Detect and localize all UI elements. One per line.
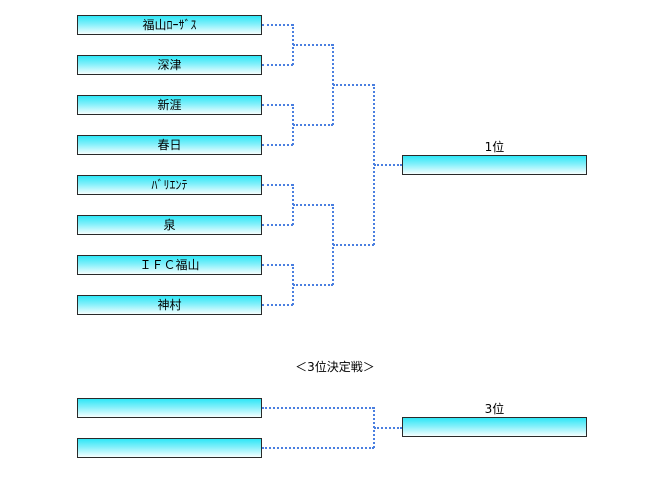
third-place-team-box-b: [77, 438, 262, 458]
team-name: 深津: [157, 58, 182, 72]
bracket-connector: [293, 284, 333, 286]
team-name: 新涯: [157, 98, 182, 112]
bracket-connector: [262, 104, 293, 106]
bracket-connector: [262, 264, 293, 266]
bracket-connector: [262, 24, 293, 26]
third-place-playoff-title: ＜3位決定戦＞: [295, 360, 375, 374]
third-place-team-box-a: [77, 398, 262, 418]
bracket-connector: [262, 407, 374, 409]
team-name: 神村: [157, 298, 182, 312]
bracket-connector: [262, 64, 293, 66]
third-place-label: 3位: [484, 402, 505, 416]
team-box-4: 春日: [77, 135, 262, 155]
team-box-1: 福山ﾛｰｻﾞｽ: [77, 15, 262, 35]
team-box-7: ＩＦＣ福山: [77, 255, 262, 275]
third-place-box: [402, 417, 587, 437]
bracket-connector: [262, 224, 293, 226]
bracket-connector: [262, 144, 293, 146]
bracket-connector: [374, 427, 402, 429]
bracket-connector: [293, 124, 333, 126]
team-box-5: ﾊﾞﾘｴﾝﾃ: [77, 175, 262, 195]
bracket-connector: [374, 164, 402, 166]
team-name: 春日: [157, 138, 182, 152]
bracket-connector: [333, 84, 374, 86]
bracket-connector: [262, 184, 293, 186]
bracket-connector: [262, 447, 374, 449]
team-box-2: 深津: [77, 55, 262, 75]
team-box-6: 泉: [77, 215, 262, 235]
team-box-8: 神村: [77, 295, 262, 315]
bracket-connector: [293, 204, 333, 206]
first-place-label: 1位: [484, 140, 505, 154]
team-name: 福山ﾛｰｻﾞｽ: [142, 18, 197, 32]
bracket-connector: [262, 304, 293, 306]
team-box-3: 新涯: [77, 95, 262, 115]
bracket-connector: [293, 44, 333, 46]
team-name: ﾊﾞﾘｴﾝﾃ: [151, 178, 188, 192]
bracket-connector: [333, 244, 374, 246]
team-name: ＩＦＣ福山: [139, 258, 200, 272]
team-name: 泉: [163, 218, 176, 232]
first-place-box: [402, 155, 587, 175]
